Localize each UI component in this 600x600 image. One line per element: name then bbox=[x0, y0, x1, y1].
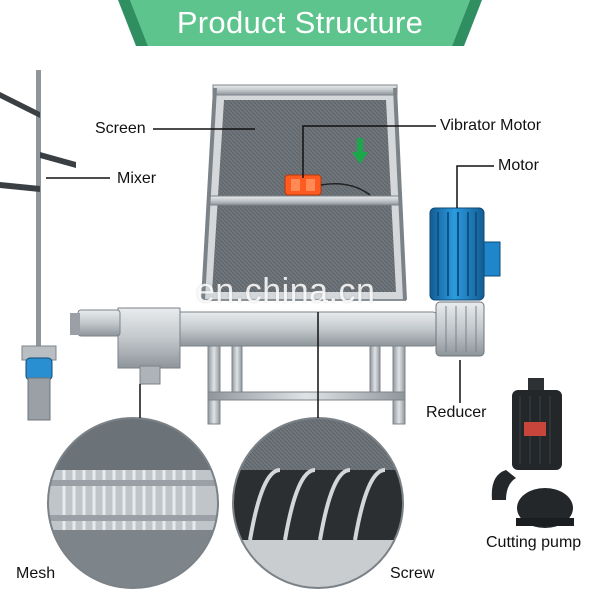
label-screw: Screw bbox=[390, 565, 435, 582]
label-vibrator-motor: Vibrator Motor bbox=[440, 117, 542, 134]
label-mixer: Mixer bbox=[117, 170, 157, 187]
page-title: Product Structure bbox=[176, 5, 424, 40]
mixer bbox=[0, 70, 76, 421]
title-banner bbox=[118, 0, 482, 46]
label-mesh: Mesh bbox=[16, 565, 56, 582]
motor bbox=[429, 207, 501, 301]
banner-shape bbox=[130, 0, 470, 46]
flow-arrow-icon bbox=[352, 138, 368, 164]
reducer bbox=[435, 301, 485, 357]
leader-vibrator-motor bbox=[302, 125, 436, 178]
label-screen: Screen bbox=[95, 120, 146, 137]
screw-conveyor bbox=[70, 307, 438, 385]
label-motor: Motor bbox=[498, 157, 539, 174]
support-frame bbox=[207, 345, 406, 425]
label-cutting-pump: Cutting pump bbox=[486, 534, 582, 551]
leader-motor bbox=[456, 165, 494, 208]
leader-lines bbox=[46, 125, 494, 418]
banner-left-fold bbox=[118, 0, 148, 46]
screw-detail bbox=[232, 417, 404, 589]
mesh-detail bbox=[47, 417, 219, 589]
cutting-pump bbox=[491, 378, 574, 528]
banner-right-fold bbox=[452, 0, 482, 46]
label-reducer: Reducer bbox=[426, 404, 487, 421]
watermark-text: en.china.cn bbox=[196, 272, 376, 310]
